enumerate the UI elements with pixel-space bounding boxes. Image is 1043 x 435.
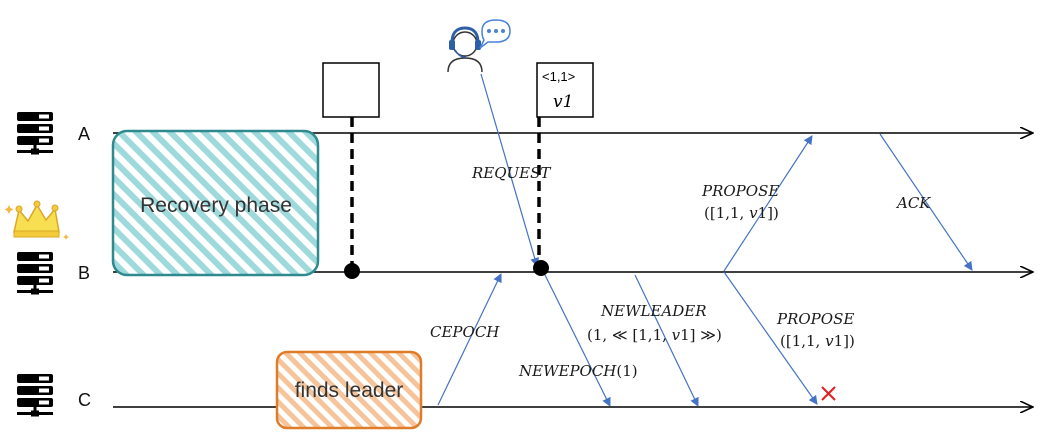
newleader-arrow — [634, 274, 699, 407]
propose-arg-label-c: ([1,1, v1]) — [780, 332, 855, 350]
finds-leader-box: finds leader — [275, 350, 423, 430]
finds-leader-label: finds leader — [295, 379, 404, 402]
newleader-arg-label: (1, ≪ [1,1, v1] ≫) — [587, 326, 722, 344]
node-label-b: B — [78, 263, 90, 283]
ack-label: ACK — [895, 194, 931, 212]
empty-log-box — [322, 62, 380, 118]
log-entry-zxid: <1,1> — [542, 69, 575, 84]
request-arrow — [480, 73, 540, 267]
node-label-c: C — [78, 390, 91, 410]
request-label: REQUEST — [471, 164, 551, 182]
log-entry-value: v1 — [553, 92, 573, 112]
recovery-phase-box: Recovery phase — [111, 129, 320, 277]
log-entry-box: <1,1> v1 — [536, 62, 594, 118]
propose-to-a-arrow — [723, 135, 813, 272]
server-icon — [17, 252, 53, 295]
newepoch-arrow — [544, 274, 611, 407]
propose-label-a: PROPOSE — [701, 182, 779, 200]
propose-to-c-arrow — [723, 271, 818, 405]
crown-icon — [4, 200, 69, 240]
server-icon — [17, 112, 53, 155]
newleader-label: NEWLEADER — [600, 302, 707, 320]
server-icon — [17, 374, 53, 417]
propose-arg-label-a: ([1,1, v1]) — [704, 204, 779, 222]
log-point-empty — [344, 263, 360, 279]
client-icon — [447, 26, 483, 73]
cross-icon — [821, 386, 836, 401]
ack-arrow — [879, 133, 973, 271]
cepoch-arrow — [437, 273, 502, 406]
recovery-phase-label: Recovery phase — [140, 194, 292, 217]
cepoch-label: CEPOCH — [430, 323, 500, 341]
node-label-a: A — [78, 124, 90, 144]
speech-bubble-icon — [479, 19, 511, 49]
log-point-entry — [533, 260, 549, 276]
newepoch-label: NEWEPOCH(1) — [518, 362, 638, 380]
propose-label-c: PROPOSE — [776, 310, 854, 328]
